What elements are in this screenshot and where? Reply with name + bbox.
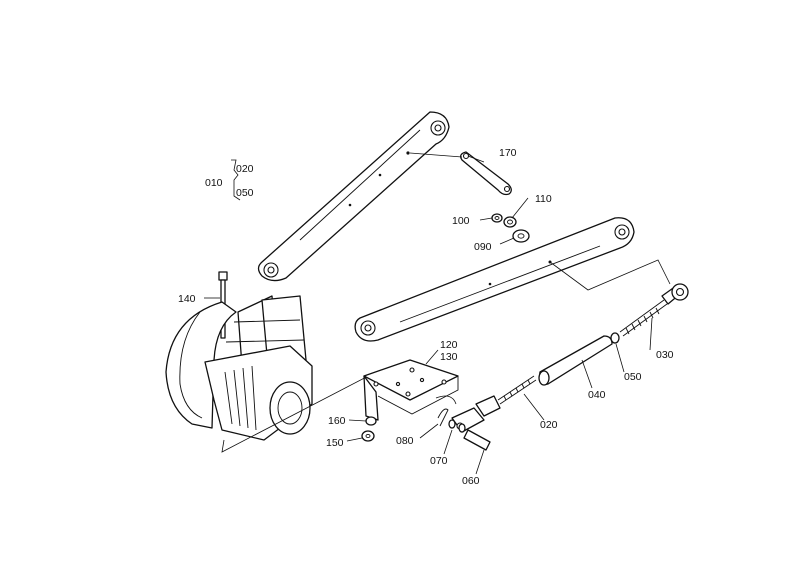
turnbuckle-assembly: [451, 259, 689, 433]
label-050-range: 050: [236, 187, 254, 199]
bracket-plate: [363, 359, 459, 421]
label-090: 090: [474, 241, 492, 253]
pin-080: [435, 395, 457, 427]
lower-lift-arm: [354, 217, 635, 342]
label-080: 080: [396, 435, 414, 447]
label-140: 140: [178, 293, 196, 305]
label-070: 070: [430, 455, 448, 467]
label-120: 120: [440, 339, 458, 351]
label-130: 130: [440, 351, 458, 363]
nut-160: [365, 416, 377, 426]
label-010: 010: [205, 177, 223, 189]
pin-060: [463, 429, 491, 451]
label-020: 020: [540, 419, 558, 431]
label-110: 110: [535, 193, 552, 205]
label-060: 060: [462, 475, 480, 487]
label-040: 040: [588, 389, 606, 401]
clip-070: [448, 419, 466, 433]
upper-lift-arm: [257, 111, 450, 282]
part-labels: 010 020 050 170 110 100 090 140 120 130 …: [178, 147, 674, 487]
label-150: 150: [326, 437, 344, 449]
label-030: 030: [656, 349, 674, 361]
washer-110: [503, 216, 517, 228]
washer-150: [361, 430, 375, 442]
washer-100: [491, 213, 503, 223]
label-020-range: 020: [236, 163, 254, 175]
label-170: 170: [499, 147, 517, 159]
label-160: 160: [328, 415, 346, 427]
washer-090: [512, 229, 530, 243]
lift-housing: [165, 295, 377, 453]
link-170: [409, 151, 512, 196]
label-050: 050: [624, 371, 642, 383]
leader-lines: [204, 155, 653, 475]
label-100: 100: [452, 215, 470, 227]
